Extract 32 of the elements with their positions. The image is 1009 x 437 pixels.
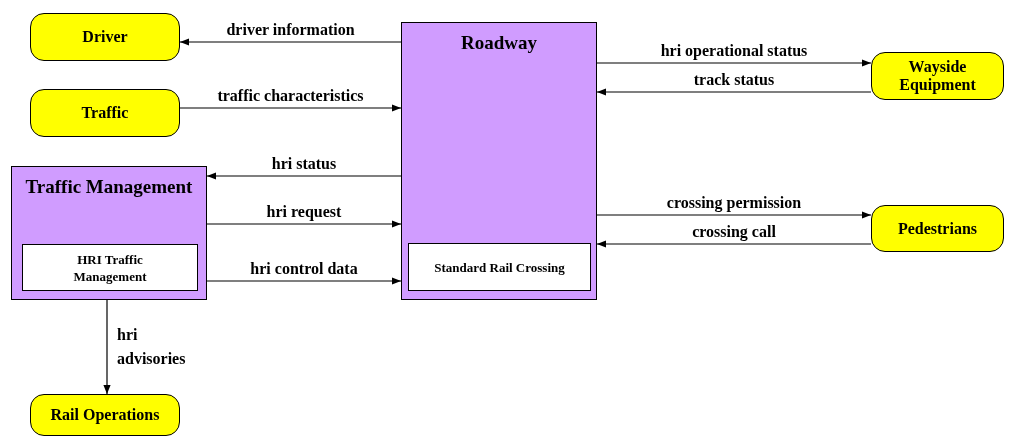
arrow [179,38,402,46]
arrow [206,172,402,180]
node-label: HRI Traffic Management [72,250,148,285]
arrow [596,240,872,248]
edge-label: hri operational status [658,42,810,60]
edge-label: crossing call [690,223,778,241]
arrow [596,211,872,219]
arrow [206,220,402,228]
arrow [103,299,111,395]
node-label: Rail Operations [50,406,160,424]
terminator-box [871,52,1004,100]
node-label: Roadway [461,31,537,55]
node-label: Traffic Management [25,175,193,199]
terminator-box [30,394,180,436]
arrow [596,59,872,67]
edge-label: hri request [264,203,344,221]
function-box [22,244,198,291]
function-box [408,243,591,291]
node-label: Pedestrians [897,219,978,238]
node-label: Standard Rail Crossing [434,258,565,276]
subsystem-box [11,166,207,300]
terminator-box [30,89,180,137]
subsystem-box [401,22,597,300]
arrow [206,277,402,285]
edge-label: crossing permission [664,194,804,212]
node-label: Traffic [81,104,129,122]
terminator-box [871,205,1004,252]
node-label: Wayside Equipment [898,58,977,94]
arrow [179,104,402,112]
terminator-box [30,13,180,61]
arrow [596,88,872,96]
node-label: Driver [82,28,128,46]
